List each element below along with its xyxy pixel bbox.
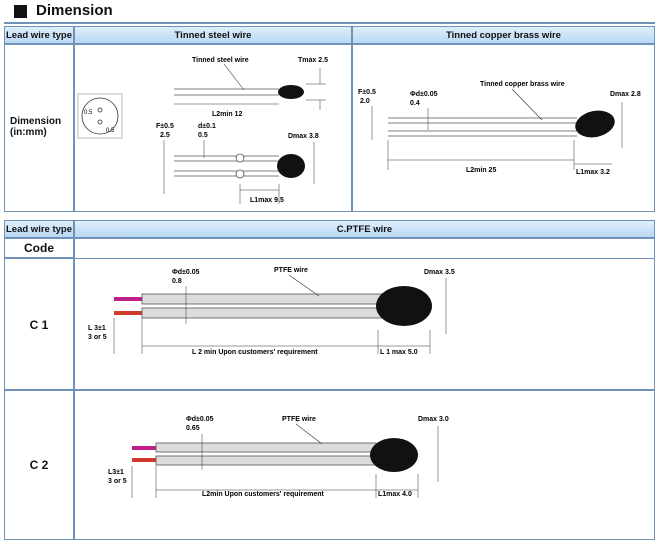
copper-l1max: L1max 3.2 bbox=[576, 169, 610, 176]
c1-l3: L 3±1 bbox=[88, 325, 106, 332]
copper-l2min: L2min 25 bbox=[466, 167, 496, 174]
header2-ptfe: C.PTFE wire bbox=[74, 220, 655, 238]
steel-side-view: F±0.5 2.5 d±0.1 0.5 Dmax 3.8 L1max 9.5 bbox=[156, 123, 319, 204]
c1-lead-magenta bbox=[114, 297, 142, 301]
copper-dmax: Dmax 2.8 bbox=[610, 91, 641, 98]
c1-l2: L 2 min Upon customers' requirement bbox=[192, 349, 318, 356]
c1-wire-label: PTFE wire bbox=[274, 267, 308, 274]
c2-thermistor-body bbox=[370, 438, 418, 472]
title-square-icon bbox=[14, 5, 27, 18]
code-spacer-cell bbox=[74, 238, 655, 258]
c2-dmax: Dmax 3.0 bbox=[418, 416, 449, 423]
c2-lead-magenta bbox=[132, 446, 156, 450]
c2-l2: L2min Upon customers' requirement bbox=[202, 491, 325, 498]
c2-d-value: 0.65 bbox=[186, 425, 200, 432]
c2-l3-sub: 3 or 5 bbox=[108, 478, 127, 485]
c1-ptfe-wire-bottom bbox=[141, 307, 383, 319]
page-title: Dimension bbox=[36, 2, 113, 19]
c1-diagram-cell bbox=[74, 258, 655, 390]
copper-wire-label: Tinned copper brass wire bbox=[480, 81, 565, 88]
c2-ptfe-wire-bottom bbox=[155, 455, 377, 466]
steel-d-label: d±0.1 bbox=[198, 123, 216, 130]
steel-d-value: 0.5 bbox=[198, 132, 208, 139]
copper-f-label: F±0.5 bbox=[358, 89, 376, 96]
steel-l2min: L2min 12 bbox=[212, 111, 242, 118]
title-rule bbox=[4, 22, 655, 24]
steel-l1max: L1max 9.5 bbox=[250, 197, 284, 204]
c1-l3-sub: 3 or 5 bbox=[88, 334, 107, 341]
inset-a: 0.5 bbox=[84, 110, 93, 116]
c2-code: C 2 bbox=[29, 458, 49, 472]
c1-lead-red bbox=[114, 311, 142, 315]
c1-d-label: Φd±0.05 bbox=[172, 269, 200, 276]
c1-l1: L 1 max 5.0 bbox=[380, 349, 418, 356]
copper-thermistor-body bbox=[575, 110, 615, 138]
c1-thermistor-body bbox=[376, 286, 432, 326]
code-label: Code bbox=[24, 241, 54, 255]
c2-ptfe-diagram: Φd±0.05 0.65 PTFE wire Dmax 3.0 L3±1 3 o… bbox=[108, 416, 449, 498]
c1-d-value: 0.8 bbox=[172, 278, 182, 285]
steel-thermistor-body-top bbox=[278, 85, 304, 99]
c2-code-cell bbox=[4, 390, 74, 540]
copper-f-value: 2.0 bbox=[360, 98, 370, 105]
c1-ptfe-diagram: Φd±0.05 0.8 PTFE wire Dmax 3.5 L 3±1 3 o… bbox=[88, 267, 455, 356]
steel-diagram-cell bbox=[74, 44, 352, 212]
copper-d-label: Φd±0.05 bbox=[410, 91, 438, 98]
steel-thermistor-body bbox=[277, 154, 305, 178]
copper-wire-diagram: F±0.5 2.0 Φd±0.05 0.4 Tinned copper bras… bbox=[358, 81, 641, 176]
steel-wire-label: Tinned steel wire bbox=[192, 57, 249, 64]
c1-dmax: Dmax 3.5 bbox=[424, 269, 455, 276]
c2-ptfe-wire-top bbox=[155, 442, 377, 453]
c1-code-cell bbox=[4, 258, 74, 390]
c2-l3: L3±1 bbox=[108, 469, 124, 476]
c2-lead-red bbox=[132, 458, 156, 462]
c2-l1: L1max 4.0 bbox=[378, 491, 412, 498]
steel-dmax: Dmax 3.8 bbox=[288, 133, 319, 140]
copper-d-value: 0.4 bbox=[410, 100, 420, 107]
c1-code: C 1 bbox=[29, 318, 49, 332]
c2-d-label: Φd±0.05 bbox=[186, 416, 214, 423]
steel-wire-diagram: 0.5 0.5 Tinned steel wire Tmax 2.5 L2min… bbox=[77, 57, 328, 204]
steel-top-view: Tinned steel wire Tmax 2.5 L2min 12 bbox=[174, 57, 328, 118]
code-header-cell bbox=[4, 238, 74, 258]
header2-lead-wire-type: Lead wire type bbox=[4, 220, 74, 238]
bottom-view-inset: 0.5 0.5 bbox=[77, 93, 123, 139]
header-tinned-steel: Tinned steel wire bbox=[74, 26, 352, 44]
c2-wire-label: PTFE wire bbox=[282, 416, 316, 423]
inset-b: 0.5 bbox=[106, 128, 115, 134]
dimension-label: Dimension (in:mm) bbox=[10, 116, 62, 138]
steel-f-label: F±0.5 bbox=[156, 123, 174, 130]
c1-ptfe-wire-top bbox=[141, 293, 383, 305]
row-label-cell bbox=[4, 44, 74, 212]
header-lead-wire-type: Lead wire type bbox=[4, 26, 74, 44]
steel-tmax: Tmax 2.5 bbox=[298, 57, 328, 64]
steel-f-value: 2.5 bbox=[160, 132, 170, 139]
header-tinned-copper: Tinned copper brass wire bbox=[352, 26, 655, 44]
